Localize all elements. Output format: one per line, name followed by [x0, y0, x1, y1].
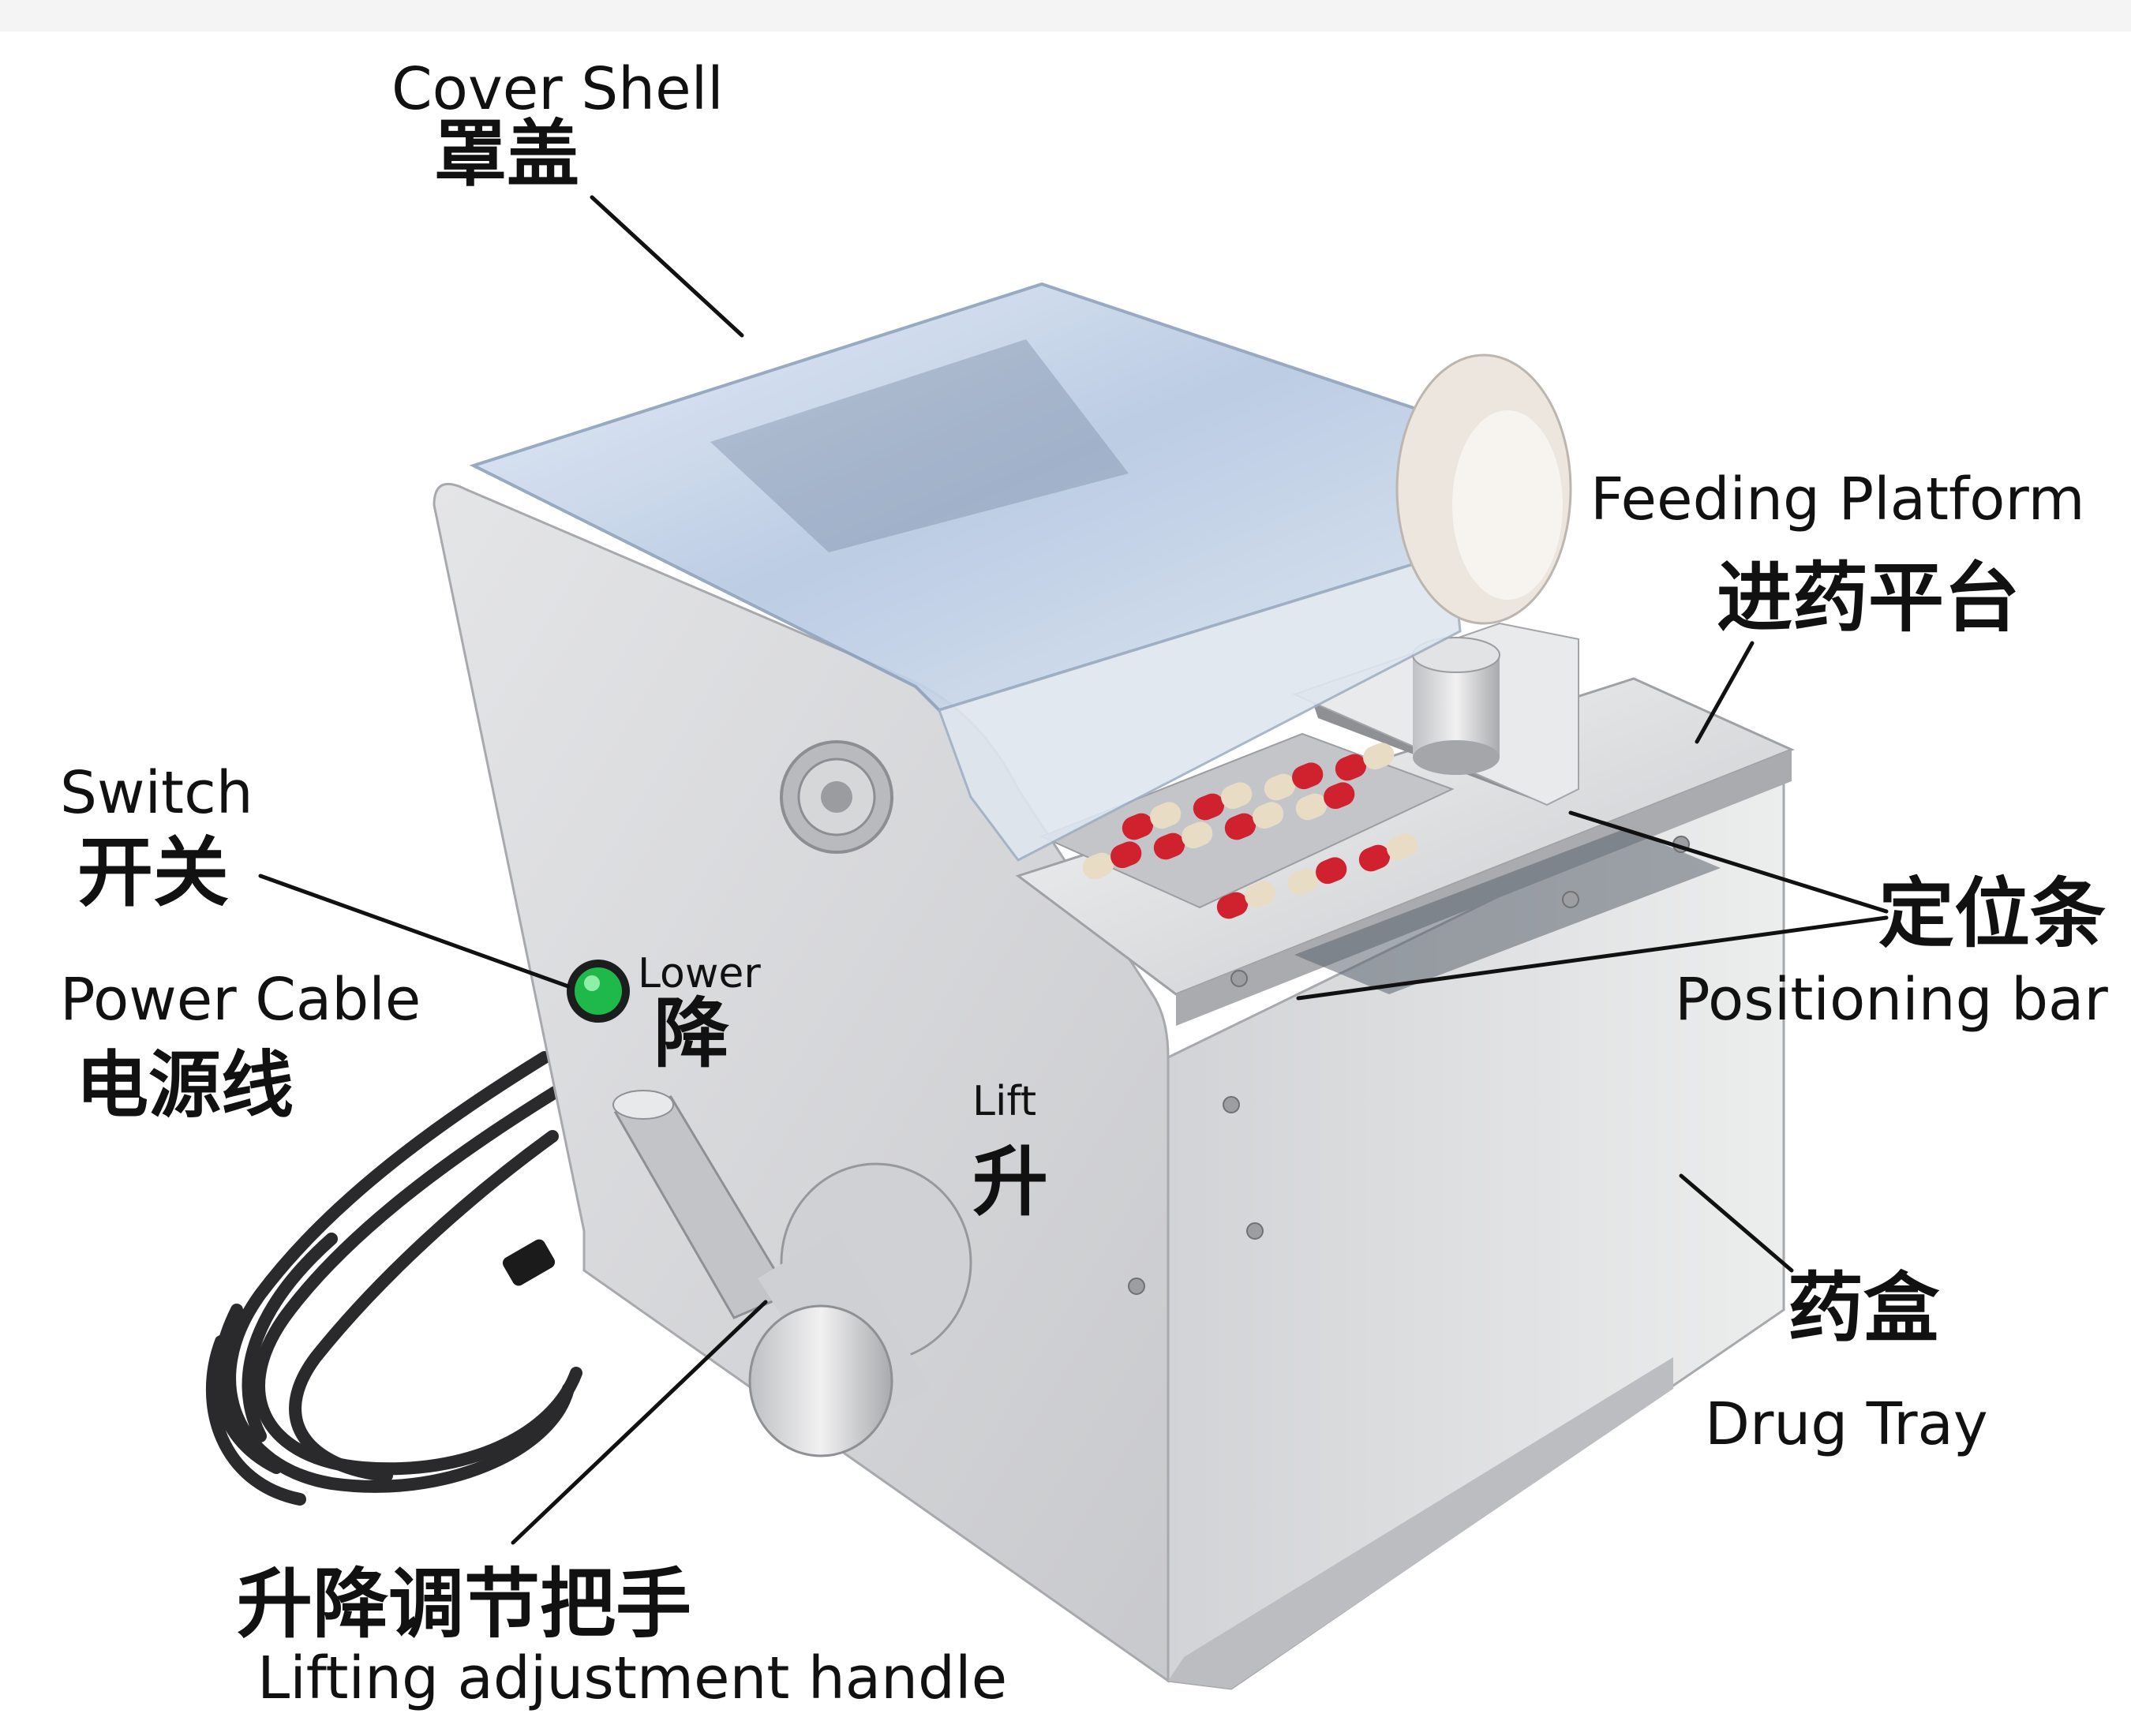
power-switch — [567, 960, 630, 1023]
label-lifting-handle-en: Lifting adjustment handle — [257, 1644, 1008, 1712]
leader-drug-tray — [1679, 1173, 1794, 1273]
leader-lines — [258, 195, 1889, 1545]
label-switch-en: Switch — [60, 759, 253, 827]
capsule — [1082, 841, 1142, 880]
label-lift-en: Lift — [972, 1078, 1037, 1125]
capsule — [1335, 743, 1395, 781]
label-drug-tray-en: Drug Tray — [1705, 1390, 1988, 1458]
label-drug-tray-zh: 药盒 — [1788, 1264, 1939, 1353]
capsule — [1216, 881, 1276, 919]
label-power-cable-en: Power Cable — [60, 966, 421, 1034]
cover-front-face — [938, 551, 1462, 862]
leader-feeding-platform — [1695, 641, 1755, 744]
leader-switch — [258, 874, 571, 989]
power-cable — [205, 1051, 582, 1506]
label-positioning-bar-zh: 定位条 — [1878, 870, 2106, 958]
capsule — [1287, 857, 1347, 896]
top-band — [0, 0, 2131, 32]
capsule — [1295, 782, 1355, 821]
rear-roller — [1395, 354, 1572, 625]
label-power-cable-zh: 电源线 — [76, 1043, 294, 1128]
capsule — [1264, 762, 1324, 801]
label-cover-shell-en: Cover Shell — [391, 55, 724, 123]
label-switch-zh: 开关 — [77, 829, 229, 917]
capsules — [1082, 743, 1418, 919]
capsule — [1193, 782, 1253, 821]
base-lower — [1168, 1357, 1673, 1689]
capsule — [1122, 802, 1182, 840]
side-bearing — [780, 740, 893, 854]
cover-dark-reflection — [710, 339, 1129, 552]
capsule — [1153, 821, 1213, 860]
leader-positioning-top — [1568, 810, 1889, 914]
label-feeding-platform-en: Feeding Platform — [1590, 466, 2085, 533]
label-lift-zh: 升 — [972, 1138, 1048, 1226]
label-feeding-platform-zh: 进药平台 — [1717, 554, 2020, 642]
label-lower-en: Lower — [638, 950, 761, 997]
label-positioning-bar-en: Positioning bar — [1675, 966, 2108, 1034]
lifting-handle — [612, 1090, 972, 1457]
cable-clip — [502, 1239, 556, 1286]
label-lifting-handle-zh: 升降调节把手 — [237, 1560, 691, 1648]
leader-positioning-bottom — [1296, 915, 1889, 1001]
knurled-knob — [1412, 637, 1500, 775]
capsule — [1358, 833, 1418, 872]
label-cover-shell-zh: 罩盖 — [434, 112, 580, 196]
capsule — [1224, 802, 1284, 840]
leader-cover-shell — [590, 195, 744, 338]
platform-dark-window — [1294, 829, 1721, 994]
label-lower-zh: 降 — [654, 990, 729, 1078]
leader-lifting-handle — [511, 1300, 768, 1545]
